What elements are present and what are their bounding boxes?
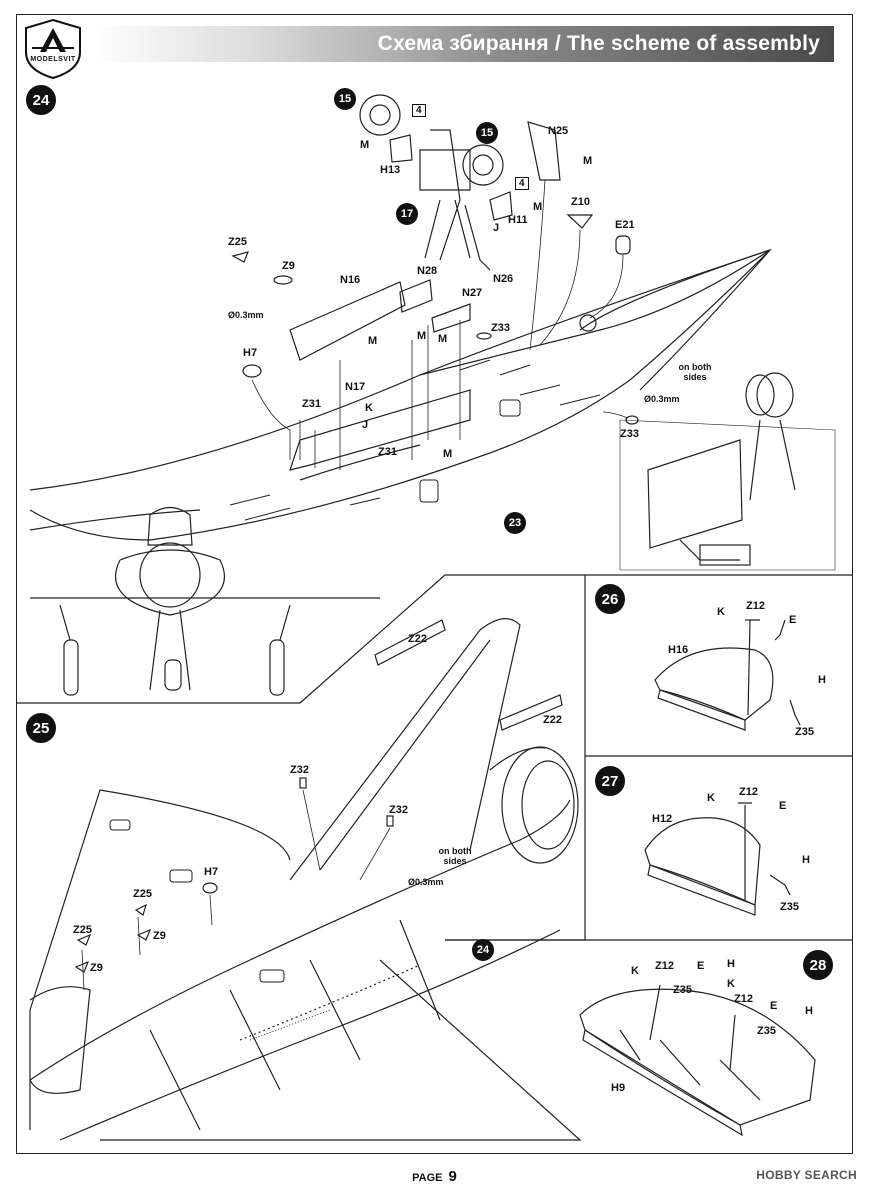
label-n26: N26	[493, 273, 514, 285]
step-27-marker: 27	[595, 766, 625, 796]
label-28-k-left: K	[631, 965, 639, 977]
label-26-k: K	[717, 606, 725, 618]
label-28-z35-left: Z35	[673, 984, 692, 996]
page-number: PAGE 9	[0, 1168, 869, 1185]
label-z9: Z9	[282, 260, 295, 272]
label-z25: Z25	[228, 236, 247, 248]
ref-15-left: 15	[334, 88, 356, 110]
label-27-h: H	[802, 854, 810, 866]
label-n28: N28	[417, 265, 438, 277]
note-both-sides-25: on both sides	[438, 846, 472, 866]
label-m-n16: M	[368, 335, 378, 347]
page-number-value: 9	[448, 1168, 457, 1185]
ref-24: 24	[472, 939, 494, 961]
label-z32-left: Z32	[290, 764, 309, 776]
label-28-e-left: E	[697, 960, 705, 972]
label-z33-bottom: Z33	[620, 428, 639, 440]
label-m-n25: M	[583, 155, 593, 167]
label-m-n28: M	[417, 330, 427, 342]
label-m-center: M	[443, 448, 453, 460]
label-z25-left: Z25	[73, 924, 92, 936]
label-28-e-right: E	[770, 1000, 778, 1012]
callout-4-right: 4	[515, 177, 529, 190]
ref-23: 23	[504, 512, 526, 534]
label-26-h: H	[818, 674, 826, 686]
page-title: Схема збирання / The scheme of assembly	[377, 32, 820, 55]
label-m-h11: M	[533, 201, 543, 213]
label-26-z12: Z12	[746, 600, 765, 612]
step-25-marker: 25	[26, 713, 56, 743]
label-n25: N25	[548, 125, 569, 137]
label-n27: N27	[462, 287, 483, 299]
label-z10: Z10	[571, 196, 590, 208]
label-wire-fin: Ø0.3mm	[408, 877, 444, 887]
ref-17: 17	[396, 203, 418, 225]
label-wire: Ø0.3mm	[228, 310, 264, 320]
page-frame	[16, 14, 853, 1154]
label-h11: H11	[508, 214, 528, 226]
label-27-z12: Z12	[739, 786, 758, 798]
label-j-strut: J	[493, 222, 500, 234]
label-m-h13: M	[360, 139, 370, 151]
label-27-h12: H12	[652, 813, 673, 825]
modelsvit-logo	[25, 18, 81, 80]
label-z25-right: Z25	[133, 888, 152, 900]
note-both-sides-24: on both sides	[678, 362, 712, 382]
label-26-e: E	[789, 614, 797, 626]
label-z9-left: Z9	[90, 962, 103, 974]
label-z22-right: Z22	[543, 714, 562, 726]
label-z31-left: Z31	[302, 398, 321, 410]
page-label: PAGE	[412, 1172, 443, 1184]
label-27-e: E	[779, 800, 787, 812]
label-z9-right: Z9	[153, 930, 166, 942]
label-26-h16: H16	[668, 644, 689, 656]
brand-name: MODELSVIT	[30, 56, 76, 63]
ref-15-right: 15	[476, 122, 498, 144]
step-26-marker: 26	[595, 584, 625, 614]
watermark: HOBBY SEARCH	[756, 1168, 857, 1182]
label-28-k-right: K	[727, 978, 735, 990]
label-z22-top: Z22	[408, 633, 427, 645]
header-banner: Схема збирання / The scheme of assembly	[92, 26, 834, 62]
step-24-marker: 24	[26, 85, 56, 115]
label-28-z12-right: Z12	[734, 993, 753, 1005]
label-z32-right: Z32	[389, 804, 408, 816]
callout-4-top: 4	[412, 104, 426, 117]
label-28-h-right: H	[805, 1005, 813, 1017]
label-n16: N16	[340, 274, 361, 286]
label-z33-top: Z33	[491, 322, 510, 334]
label-z31-center: Z31	[378, 446, 397, 458]
label-27-z35: Z35	[780, 901, 799, 913]
label-28-z35-right: Z35	[757, 1025, 776, 1037]
label-m-n27: M	[438, 333, 448, 345]
label-28-h9: H9	[611, 1082, 626, 1094]
label-j: J	[362, 419, 369, 431]
label-h13: H13	[380, 164, 401, 176]
step-28-marker: 28	[803, 950, 833, 980]
label-h7-25: H7	[204, 866, 219, 878]
label-26-z35: Z35	[795, 726, 814, 738]
label-k: K	[365, 402, 373, 414]
label-wire-nose: Ø0.3mm	[644, 394, 680, 404]
label-28-z12-left: Z12	[655, 960, 674, 972]
label-e21: E21	[615, 219, 635, 231]
label-27-k: K	[707, 792, 715, 804]
label-h7: H7	[243, 347, 258, 359]
label-28-h-left: H	[727, 958, 735, 970]
label-n17: N17	[345, 381, 366, 393]
